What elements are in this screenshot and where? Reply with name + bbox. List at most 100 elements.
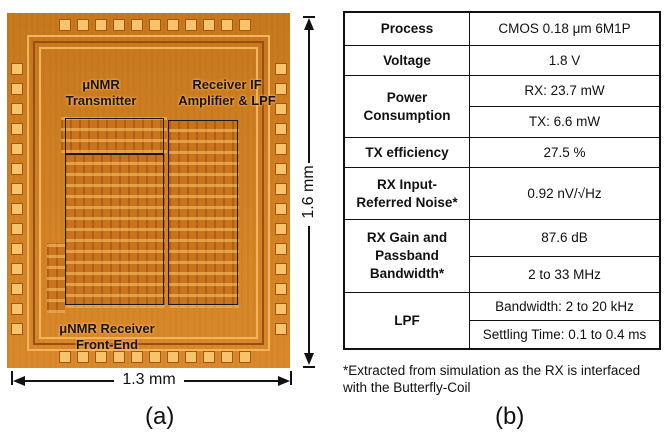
arrow-right-icon — [278, 376, 290, 386]
bond-pad — [11, 83, 23, 95]
width-dim-line-right — [184, 380, 278, 382]
height-dim-top-tick — [303, 16, 315, 18]
row-subdivider — [469, 106, 659, 107]
row-subdivider — [469, 256, 659, 257]
height-dim-line-lower — [308, 226, 310, 354]
arrow-up-icon — [304, 18, 314, 30]
bond-pad — [149, 351, 161, 363]
bond-pad — [11, 283, 23, 295]
bond-pad — [11, 123, 23, 135]
bond-pad — [11, 243, 23, 255]
bond-pad — [131, 351, 143, 363]
bond-pad — [275, 163, 287, 175]
bond-pad — [11, 63, 23, 75]
row-divider — [345, 45, 659, 46]
width-dim-right-tick — [290, 371, 292, 385]
value-voltage: 1.8 V — [548, 52, 581, 68]
bond-pad — [113, 19, 125, 31]
value-lpf-bandwidth: Bandwidth: 2 to 20 kHz — [495, 298, 634, 314]
bond-pad — [77, 19, 89, 31]
pad-ring-middle — [33, 41, 264, 345]
width-dim-line-left — [24, 380, 114, 382]
width-dimension: 1.3 mm — [122, 371, 176, 388]
value-power-rx: RX: 23.7 mW — [524, 83, 605, 98]
bond-pad — [11, 163, 23, 175]
receiver-if-label: Receiver IF Amplifier & LPF — [178, 77, 276, 108]
value-rx-bandwidth: 2 to 33 MHz — [528, 266, 601, 282]
row-divider — [345, 75, 659, 76]
bond-pad — [275, 143, 287, 155]
bond-pad — [131, 19, 143, 31]
bond-pad — [275, 63, 287, 75]
routing-block — [47, 243, 65, 313]
receiver-frontend-block — [65, 153, 165, 308]
receiver-if-block — [169, 121, 239, 308]
bond-pad — [239, 351, 251, 363]
height-dim-bottom-tick — [303, 366, 315, 368]
param-voltage: Voltage — [383, 52, 431, 68]
height-dimension: 1.6 mm — [300, 165, 317, 219]
width-dim-left-tick — [11, 371, 13, 385]
height-dim-line-upper — [308, 28, 310, 163]
row-divider — [345, 167, 659, 168]
bond-pad — [11, 223, 23, 235]
bond-pad — [11, 103, 23, 115]
transmitter-label: μNMR Transmitter — [65, 77, 137, 108]
bond-pad — [59, 351, 71, 363]
bond-pad — [275, 323, 287, 335]
param-process: Process — [380, 21, 434, 36]
bond-pad — [275, 283, 287, 295]
bond-pad — [167, 351, 179, 363]
bond-pad — [11, 183, 23, 195]
bond-pad — [275, 243, 287, 255]
bond-pad — [203, 19, 215, 31]
bond-pad — [113, 351, 125, 363]
value-rx-noise: 0.92 nV/√Hz — [527, 185, 602, 201]
bond-pad — [185, 19, 197, 31]
value-power-tx: TX: 6.6 mW — [528, 114, 601, 129]
receiver-frontend-label: μNMR Receiver Front-End — [59, 321, 155, 352]
param-rx-gain: RX Gain and Passband Bandwidth* — [366, 230, 448, 281]
transmitter-block — [61, 117, 167, 153]
bond-pad — [239, 19, 251, 31]
bond-pad — [221, 351, 233, 363]
bond-pad — [275, 103, 287, 115]
param-tx-efficiency: TX efficiency — [365, 144, 449, 160]
param-rx-noise: RX Input- Referred Noise* — [356, 176, 458, 210]
bond-pad — [275, 203, 287, 215]
param-lpf: LPF — [394, 312, 420, 328]
pad-ring-outer — [27, 35, 270, 351]
bond-pad — [11, 323, 23, 335]
bond-pad — [275, 83, 287, 95]
bond-pad — [167, 19, 179, 31]
bond-pad — [11, 263, 23, 275]
row-divider — [345, 219, 659, 220]
caption-a: (a) — [145, 403, 175, 430]
value-rx-gain: 87.6 dB — [541, 230, 588, 245]
arrow-down-icon — [304, 353, 314, 365]
receiver-frontend-outline — [65, 154, 164, 305]
bond-pad — [275, 123, 287, 135]
row-divider — [345, 292, 659, 293]
bond-pad — [95, 19, 107, 31]
bond-pad — [275, 183, 287, 195]
value-tx-efficiency: 27.5 % — [543, 144, 586, 160]
chip-micrograph: μNMR Transmitter Receiver IF Amplifier &… — [7, 13, 290, 368]
pad-ring-inner — [39, 47, 258, 339]
bond-pad — [221, 19, 233, 31]
bond-pad — [203, 351, 215, 363]
bond-pad — [11, 203, 23, 215]
bond-pad — [77, 351, 89, 363]
bond-pad — [275, 303, 287, 315]
bond-pad — [275, 263, 287, 275]
bond-pad — [149, 19, 161, 31]
row-subdivider — [469, 320, 659, 321]
value-process: CMOS 0.18 μm 6M1P — [498, 21, 631, 36]
bond-pad — [59, 19, 71, 31]
bond-pad — [275, 223, 287, 235]
row-divider — [345, 137, 659, 138]
bond-pad — [95, 351, 107, 363]
transmitter-outline — [65, 118, 164, 154]
bond-pad — [185, 351, 197, 363]
receiver-if-outline — [168, 120, 238, 305]
